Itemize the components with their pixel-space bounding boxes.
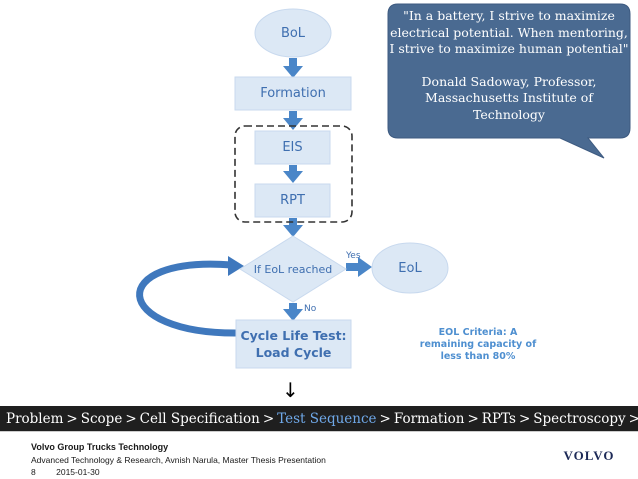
criteria-line-1: EOL Criteria: A <box>438 327 518 338</box>
breadcrumb-item-formation[interactable]: Formation <box>393 410 465 427</box>
breadcrumb-item-test-sequence[interactable]: Test Sequence <box>277 410 377 427</box>
breadcrumb-separator: > <box>628 410 638 427</box>
quote-callout-shape <box>387 3 631 159</box>
formation-label: Formation <box>260 86 326 101</box>
quote-text: "In a battery, I strive to maximize elec… <box>388 8 630 123</box>
eol-criteria-note: EOL Criteria: A remaining capacity of le… <box>418 327 538 363</box>
decision-node-shape <box>239 235 347 303</box>
criteria-line-3: less than 80% <box>440 351 516 362</box>
cycle-life-node-shape <box>235 319 352 369</box>
footer-organization: Volvo Group Trucks Technology <box>31 442 169 452</box>
cycle-life-label: Cycle Life Test: Load Cycle <box>236 320 351 368</box>
quote-author-line-3: Technology <box>473 106 545 122</box>
breadcrumb-separator: > <box>379 410 391 427</box>
breadcrumb-separator: > <box>467 410 479 427</box>
breadcrumb-item-cell-specification[interactable]: Cell Specification <box>139 410 260 427</box>
breadcrumb-item-rpts[interactable]: RPTs <box>481 410 516 427</box>
characterization-group-border <box>234 125 353 223</box>
breadcrumb-separator: > <box>66 410 78 427</box>
eis-node-shape <box>254 130 331 165</box>
test-sequence-diagram <box>136 3 631 369</box>
criteria-line-2: remaining capacity of <box>419 339 537 350</box>
quote-author-line-1: Donald Sadoway, Professor, <box>421 73 597 89</box>
footer-divider <box>0 431 638 432</box>
breadcrumb-item-scope[interactable]: Scope <box>80 410 123 427</box>
rpt-label: RPT <box>280 193 305 208</box>
bol-label: BoL <box>280 25 306 41</box>
slide-footer: Volvo Group Trucks Technology Advanced T… <box>31 441 326 478</box>
eol-label: EoL <box>398 260 422 276</box>
formation-node-shape <box>234 76 352 111</box>
flow-arrows <box>283 58 372 321</box>
breadcrumb-separator: > <box>518 410 531 427</box>
breadcrumb-item-spectroscopy[interactable]: Spectroscopy <box>533 410 626 427</box>
eis-label: EIS <box>282 140 303 155</box>
quote-author-line-2: Massachusetts Institute of <box>425 90 593 105</box>
volvo-logo: VOLVO <box>563 448 615 463</box>
presentation-date: 2015-01-30 <box>56 467 100 477</box>
quote-line-2: electrical potential. When mentoring, <box>390 24 628 40</box>
quote-line-1: "In a battery, I strive to maximize <box>403 8 615 23</box>
breadcrumb-separator: > <box>125 410 137 427</box>
decision-label: If EoL reached <box>253 262 333 276</box>
no-edge-label: No <box>304 304 317 314</box>
cycle-life-line-2: Load Cycle <box>255 345 332 360</box>
breadcrumb-item-problem[interactable]: Problem <box>6 410 64 427</box>
breadcrumb: Problem > Scope > Cell Specification > T… <box>0 406 638 431</box>
page-number: 8 <box>31 467 36 477</box>
rpt-node-shape <box>254 183 331 218</box>
quote-line-3: I strive to maximize human potential" <box>389 41 629 56</box>
eol-node-shape <box>371 242 449 294</box>
bol-node-shape <box>254 8 332 58</box>
loop-back-arrowhead <box>228 256 244 276</box>
down-arrow-pointer: ↓ <box>282 378 299 402</box>
cycle-life-line-1: Cycle Life Test: <box>240 328 347 343</box>
yes-edge-label: Yes <box>346 251 361 261</box>
loop-back-arrow <box>136 260 244 337</box>
breadcrumb-separator: > <box>262 410 275 427</box>
footer-meta: 8 2015-01-30 <box>31 466 326 478</box>
footer-description: Advanced Technology & Research, Avnish N… <box>31 455 326 465</box>
